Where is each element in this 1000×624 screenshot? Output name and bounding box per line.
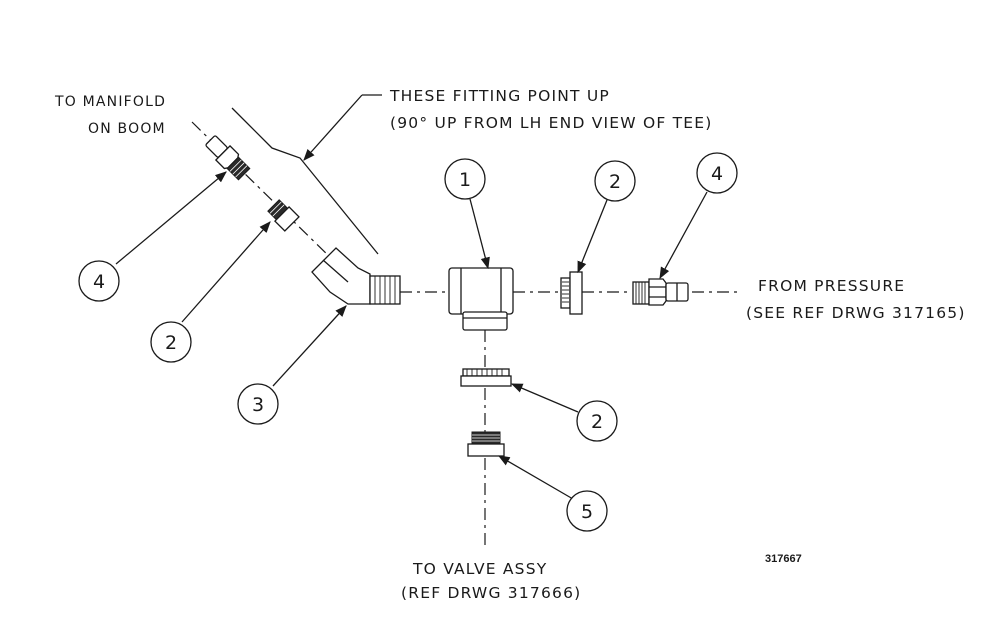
callout-5-label: 5 bbox=[581, 501, 593, 523]
adapter-body bbox=[467, 443, 505, 457]
bushing-bottom-flange bbox=[460, 375, 512, 387]
fittings-note-line2: (90° UP FROM LH END VIEW OF TEE) bbox=[390, 114, 713, 132]
leader-3 bbox=[272, 305, 347, 387]
callout-2-right-label: 2 bbox=[609, 171, 621, 193]
barb-right-hex bbox=[648, 278, 667, 306]
callout-4-right-label: 4 bbox=[711, 163, 723, 185]
manifold-note-line2: ON BOOM bbox=[88, 121, 166, 137]
leader-1 bbox=[469, 198, 490, 270]
leader-2-bottom bbox=[510, 383, 579, 413]
callout-2-left-label: 2 bbox=[165, 332, 177, 354]
callout-bubble-3: 3 bbox=[237, 383, 279, 425]
bushing-right bbox=[560, 271, 583, 315]
leader-2-right bbox=[577, 199, 608, 274]
valve-note-line1: TO VALVE ASSY bbox=[412, 560, 547, 578]
pressure-note-line1: FROM PRESSURE bbox=[758, 277, 905, 295]
callout-1-label: 1 bbox=[459, 169, 471, 191]
fittings-note-line1: THESE FITTING POINT UP bbox=[389, 87, 610, 105]
barb-right-thread bbox=[632, 281, 650, 305]
tee-branch bbox=[462, 311, 508, 331]
leader-4-right bbox=[659, 191, 708, 280]
callout-bubble-4-left: 4 bbox=[78, 260, 120, 302]
callout-bubble-2-right: 2 bbox=[594, 160, 636, 202]
leader-arrow bbox=[303, 94, 363, 161]
leader-5 bbox=[497, 455, 574, 500]
tee-body bbox=[448, 267, 514, 315]
leader-4-left bbox=[115, 171, 227, 265]
callout-3-label: 3 bbox=[252, 394, 264, 416]
street-elbow bbox=[311, 247, 401, 305]
bushing-left bbox=[267, 199, 300, 232]
valve-note-line2: (REF DRWG 317666) bbox=[401, 584, 581, 602]
drawing-number: 317667 bbox=[765, 553, 802, 565]
manifold-note-line1: TO MANIFOLD bbox=[54, 94, 166, 110]
leader-2-left bbox=[181, 221, 271, 323]
callout-bubble-5: 5 bbox=[566, 490, 608, 532]
callout-bubble-1: 1 bbox=[444, 158, 486, 200]
callout-2-bottom-label: 2 bbox=[591, 411, 603, 433]
bracket-outline bbox=[231, 107, 379, 255]
callout-bubble-2-bottom: 2 bbox=[576, 400, 618, 442]
hose-barb-right bbox=[632, 278, 689, 306]
bushing-right-body bbox=[560, 277, 571, 309]
adapter-bottom bbox=[467, 431, 505, 457]
tee-fitting bbox=[448, 267, 514, 331]
hose-barb-left bbox=[205, 135, 251, 181]
bushing-bottom bbox=[460, 368, 512, 387]
callout-leaders bbox=[115, 171, 708, 500]
fittings-note-bracket bbox=[231, 94, 382, 255]
pressure-note-line2: (SEE REF DRWG 317165) bbox=[746, 304, 966, 322]
callout-bubble-2-left: 2 bbox=[150, 321, 192, 363]
bushing-right-flange bbox=[569, 271, 583, 315]
callout-bubble-4-right: 4 bbox=[696, 152, 738, 194]
callout-4-left-label: 4 bbox=[93, 271, 105, 293]
